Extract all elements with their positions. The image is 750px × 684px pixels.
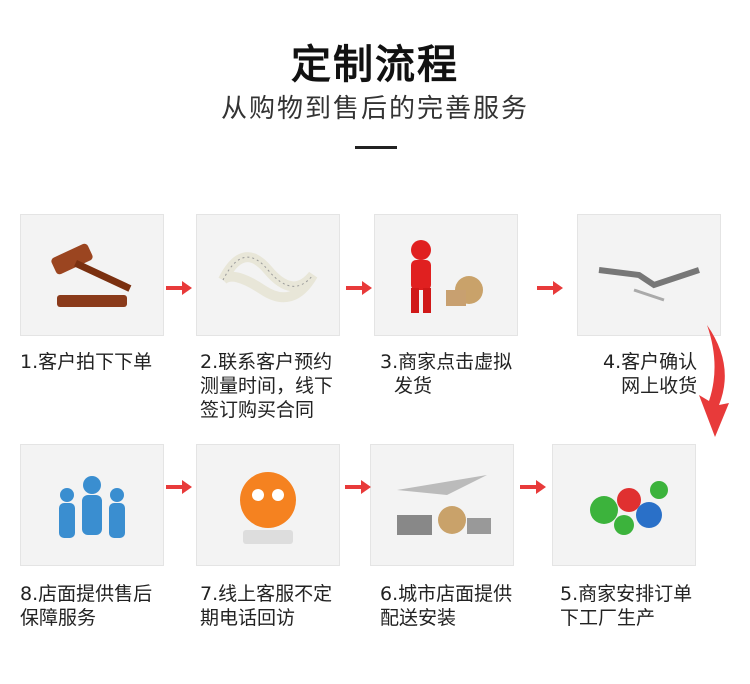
step-label: 1.客户拍下下单 — [20, 351, 153, 373]
curved-arrow-down-icon — [699, 325, 729, 437]
step-label: 6.城市店面提供配送安装 — [380, 583, 513, 629]
customer-service-icon — [196, 444, 340, 566]
step-label: 3.商家点击虚拟发货 — [380, 351, 513, 397]
gavel-icon — [20, 214, 164, 336]
step-label: 5.商家安排订单下工厂生产 — [560, 583, 693, 629]
step-label: 8.店面提供售后保障服务 — [20, 583, 153, 629]
step-label: 7.线上客服不定期电话回访 — [200, 583, 333, 629]
page-title: 定制流程 — [291, 42, 459, 88]
handshake-icon — [577, 214, 721, 336]
title-divider — [355, 146, 397, 149]
arrow-right-icon — [537, 281, 563, 295]
step-label: 2.联系客户预约测量时间，线下签订购买合同 — [200, 351, 334, 421]
arrow-right-icon — [166, 480, 192, 494]
delivery-figure-icon — [374, 214, 518, 336]
step-label: 4.客户确认网上收货 — [603, 351, 698, 397]
arrow-right-icon — [346, 281, 372, 295]
arrow-right-icon — [520, 480, 546, 494]
logistics-icon — [370, 444, 514, 566]
arrow-right-icon — [166, 281, 192, 295]
tape-measure-icon — [196, 214, 340, 336]
arrow-right-icon — [345, 480, 371, 494]
support-team-icon — [20, 444, 164, 566]
gears-icon — [552, 444, 696, 566]
page-subtitle: 从购物到售后的完善服务 — [220, 94, 529, 124]
